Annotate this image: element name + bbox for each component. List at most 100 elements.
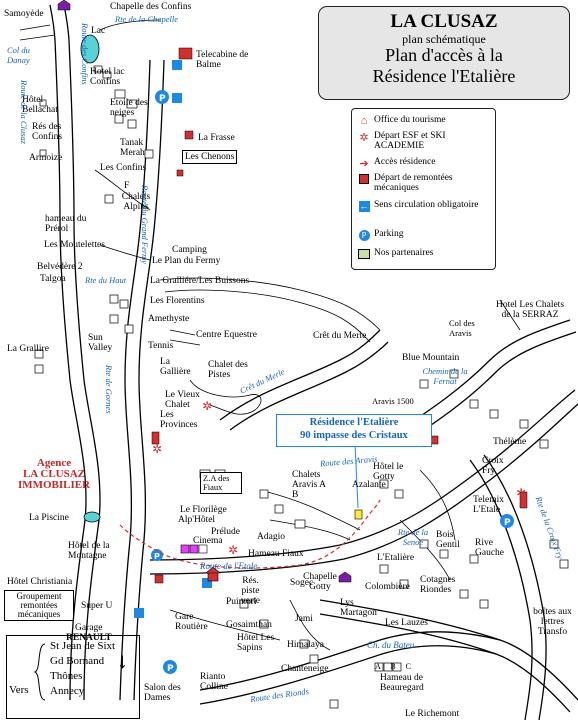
label-cinema: Cinema bbox=[193, 536, 223, 546]
road-route-clusaz: Route de la Clusaz bbox=[19, 80, 29, 144]
label-gd-bornand: Gd Bornand bbox=[50, 655, 105, 667]
office-tourisme-icon bbox=[205, 566, 221, 582]
label-boites-lettres: boîtes aux lettres Transfo bbox=[533, 607, 572, 637]
label-lys-martagon: Lys Martagon bbox=[340, 598, 377, 618]
one-way-icon: ← bbox=[358, 200, 370, 212]
svg-text:✲: ✲ bbox=[152, 442, 162, 456]
label-f: F bbox=[124, 181, 130, 191]
legend-acces: ➔ Accès résidence bbox=[359, 157, 436, 170]
label-hameau-fiaux: Hameau Fiaux bbox=[248, 549, 304, 559]
label-azalante: Azalante bbox=[352, 480, 386, 490]
title-plan: Plan d'accès à la bbox=[385, 45, 503, 65]
legend-parking: P Parking bbox=[358, 229, 404, 241]
svg-text:P: P bbox=[167, 664, 174, 674]
svg-text:✲: ✲ bbox=[228, 543, 238, 557]
label-centre-equestre: Centre Equestre bbox=[196, 330, 257, 340]
label-grilliere-buissons: La Gralliére/Les Buissons bbox=[150, 276, 250, 286]
label-la-frasse: La Frasse bbox=[198, 133, 235, 143]
label-richemont: Le Richemont bbox=[405, 709, 460, 719]
label-alp-hotel: Alp'Hôtel bbox=[178, 515, 216, 525]
label-armoize: Armoize bbox=[29, 153, 63, 163]
label-himalaya: Himalaya bbox=[287, 640, 324, 650]
label-provinces: Les Provinces bbox=[160, 410, 198, 430]
road-rte-haut: Rte du Haut bbox=[85, 275, 127, 285]
label-res-confins: Rés des Confins bbox=[32, 122, 63, 142]
esf-icon: ✲ bbox=[359, 131, 369, 144]
label-hotel-christiania: Hôtel Christiania bbox=[7, 577, 73, 587]
title-box: LA CLUSAZ plan schématique Plan d'accès … bbox=[318, 6, 570, 100]
svg-text:P: P bbox=[154, 552, 160, 561]
parking-icon: P bbox=[358, 229, 370, 241]
label-lauzes: Les Lauzes bbox=[385, 618, 428, 628]
legend-office: ⌂ Office du tourisme bbox=[358, 115, 446, 127]
label-cret-merle: Crêt du Merle bbox=[313, 331, 367, 341]
road-route-grand-fermy: Route du Grand Fermy bbox=[140, 185, 150, 265]
label-etaliere: L'Etalière bbox=[377, 553, 415, 563]
residence-label: Résidence l'Etalière 90 impasse des Cris… bbox=[276, 414, 432, 447]
label-chapelle-confins: Chapelle des Confins bbox=[110, 2, 192, 12]
label-chalet-pistes: Chalet des Pistes bbox=[208, 360, 248, 380]
label-prelude: Prélude bbox=[211, 527, 241, 537]
label-plan-fermy: Le Plan du Fermy bbox=[152, 256, 221, 266]
label-rte-chapelle: Rte de la Chapelle bbox=[115, 14, 179, 24]
label-cotagnes: Cotagnes Riondes bbox=[420, 575, 456, 595]
directions-box: Vers St Jean de Sixt Gd Bornand Thônes A… bbox=[6, 635, 140, 719]
label-telemix: Telemix L'Etale bbox=[473, 495, 504, 515]
label-chapelle-gotty: Chapelle Gotty bbox=[303, 572, 337, 592]
label-piscine: La Piscine bbox=[29, 513, 69, 523]
agence-label: Agence LA CLUSAZ IMMOBILIER bbox=[17, 457, 91, 491]
label-hotel-sapins: Hôtel Les Sapins bbox=[237, 633, 275, 653]
label-telecabine: Telecabine de Balme bbox=[196, 50, 249, 70]
title-residence: Résidence l'Etalière bbox=[372, 66, 516, 86]
svg-text:✲: ✲ bbox=[202, 399, 212, 413]
label-abc: A B C bbox=[375, 662, 416, 671]
label-annecy: Annecy bbox=[50, 685, 85, 697]
label-rive-gauche: Rive Gauche bbox=[475, 538, 505, 558]
label-puimori: Puimori bbox=[226, 597, 257, 607]
label-rianto-colline: Rianto Colline bbox=[200, 672, 228, 692]
label-amethyste: Amethyste bbox=[148, 314, 190, 324]
label-hameau-beauregard: Hameau de Beauregard bbox=[380, 673, 424, 693]
pool bbox=[83, 511, 101, 523]
label-bois-gentil: Bois Gentil bbox=[436, 530, 460, 550]
legend-lift: Départ de remontées mécaniques bbox=[358, 173, 486, 193]
lift-markers bbox=[151, 47, 528, 584]
label-theleme: Thélème bbox=[493, 437, 527, 447]
label-vieux-chalet: Le Vieux Chalet bbox=[165, 390, 200, 410]
legend: ⌂ Office du tourisme ✲ Départ ESF et SKI… bbox=[351, 108, 496, 270]
residence-marker bbox=[354, 509, 363, 520]
label-super-u: Super U bbox=[81, 601, 113, 611]
lake bbox=[80, 34, 100, 64]
label-col-danay: Col du Danay bbox=[7, 45, 30, 65]
label-florentins: Les Florentins bbox=[150, 296, 205, 306]
label-chalets-alpins: Chalets Alpins bbox=[121, 192, 151, 212]
label-florilege: Le Florilège bbox=[180, 505, 227, 515]
groupement-box: Groupement remontées mécaniques bbox=[4, 590, 74, 621]
label-etoile-neiges: Etoile des neiges bbox=[110, 98, 148, 118]
label-gare-routiere: Gare Routière bbox=[175, 612, 208, 632]
title-sub: plan schématique bbox=[402, 32, 486, 46]
label-renault: RENAULT bbox=[66, 633, 112, 643]
label-moutelettes: Les Moutelettes bbox=[44, 240, 105, 250]
label-gosaimthan: Gosaimthan bbox=[226, 620, 272, 630]
label-hotel-gotty: Hôtel le Gotty bbox=[373, 462, 404, 482]
road-rte-senoe: Rte de la Senoe bbox=[397, 527, 429, 547]
label-la-galliere: La Gallière bbox=[160, 357, 191, 377]
title-main: LA CLUSAZ bbox=[390, 11, 498, 32]
label-thones: Thônes bbox=[50, 670, 83, 682]
lift-icon bbox=[358, 173, 370, 185]
office-icon: ⌂ bbox=[360, 115, 368, 127]
label-belvedere: Belvédère 2 bbox=[37, 262, 83, 272]
down-arrow-icon: ↓ bbox=[117, 648, 128, 673]
label-sun-valley: Sun Valley bbox=[88, 333, 113, 353]
label-lac: Lac bbox=[91, 26, 106, 36]
label-la-grallire: La Grallire bbox=[7, 344, 49, 354]
legend-partners: Nos partenaires bbox=[358, 248, 433, 260]
label-hotel-lac: Hotel lac Confins bbox=[90, 67, 125, 87]
svg-text:✲: ✲ bbox=[516, 486, 526, 500]
label-les-chenons: Les Chenons bbox=[182, 150, 238, 164]
bracket-icon bbox=[33, 643, 46, 701]
label-chanteneige: Chanteneige bbox=[281, 664, 329, 674]
label-hotel-serraz: Hotel Les Chalets de la SERRAZ bbox=[495, 300, 565, 320]
